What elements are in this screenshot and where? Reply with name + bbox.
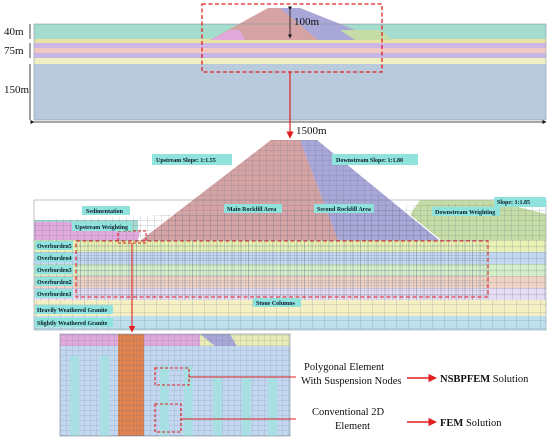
label-bg	[494, 197, 546, 207]
nsbpfem-rest: Solution	[490, 374, 529, 385]
fem-rest: Solution	[463, 418, 502, 429]
fem-bold: FEM	[440, 418, 463, 429]
label-bg	[224, 204, 282, 213]
upstream-face	[139, 139, 271, 241]
overburden1-label: Overburden1	[37, 292, 72, 298]
zoom-stone-column	[184, 366, 193, 436]
overview-upstream-weighting	[210, 30, 245, 40]
nsbpfem-solution: NSBPFEM Solution	[440, 374, 529, 385]
overview-downstream-weighting	[340, 30, 392, 40]
polygonal-line1: Polygonal Element	[304, 362, 384, 373]
upstream-slope-label: Upstream Slope: 1:1.55	[156, 158, 216, 164]
label-bg	[35, 265, 73, 274]
heavily-weathered-label: Heavily Weathered Granite	[37, 308, 108, 314]
label-bg	[152, 154, 232, 165]
zoom-stone-column	[70, 356, 79, 436]
label-bg	[332, 154, 418, 165]
mesh-labels: Upstream Slope: 1:1.55 Downstream Slope:…	[35, 154, 546, 327]
downstream-slope-label: Downstream Slope: 1:1.80	[336, 158, 403, 164]
stone-columns-label: Stone Columns	[256, 301, 296, 307]
nsbpfem-bold: NSBPFEM	[440, 374, 490, 385]
label-bg	[253, 298, 301, 307]
fem-solution: FEM Solution	[440, 418, 502, 429]
overburden2-label: Overburden2	[37, 280, 72, 286]
label-bg	[35, 305, 113, 314]
overburden5-label: Overburden5	[37, 244, 72, 250]
overview-layer	[34, 43, 546, 48]
overburden3-label: Overburden3	[37, 268, 72, 274]
label-bg	[35, 253, 73, 262]
polygonal-element-box	[154, 367, 190, 386]
zoom-stone-column	[100, 356, 109, 436]
stone-columns-zone	[76, 240, 488, 300]
label-bg	[82, 206, 130, 215]
label-bg	[35, 318, 113, 327]
sedimentation-label: Sedimentation	[86, 209, 124, 215]
overview-highlight-box	[201, 3, 383, 73]
upstream-weighting-label: Upstream Weighting	[75, 225, 128, 231]
label-bg	[35, 277, 73, 286]
zoom-stone-column	[160, 366, 169, 436]
label-bg	[432, 207, 500, 216]
overview-layer	[34, 58, 546, 64]
overview-layer	[34, 48, 546, 53]
overburden4-label: Overburden4	[37, 256, 72, 262]
dim-1500: 1500m	[296, 125, 327, 137]
conventional-line1: Conventional 2D	[312, 407, 384, 418]
label-bg	[72, 222, 132, 231]
overview-layer	[34, 39, 546, 43]
zoom-stone-column	[213, 378, 222, 436]
slope-right-label: Slope: 1:1.85	[497, 200, 530, 206]
zoom-stone-column	[268, 378, 277, 436]
conventional-line2: Element	[335, 421, 370, 432]
label-bg	[35, 289, 73, 298]
second-rockfill-label: Second Rockfill Area	[317, 207, 371, 213]
label-bg	[35, 241, 73, 250]
downstream-weighting-label: Downstream Weighting	[435, 210, 495, 216]
dim-75: 75m	[4, 45, 24, 57]
slightly-weathered-label: Slightly Weathered Granite	[37, 321, 108, 327]
polygonal-line2: With Suspension Nodes	[301, 376, 402, 387]
main-rockfill-label: Main Rockfill Area	[227, 207, 276, 213]
overview-layer	[34, 53, 546, 58]
dim-150: 150m	[4, 84, 30, 96]
zoom-stone-column	[242, 378, 251, 436]
dim-40: 40m	[4, 26, 24, 38]
conventional-element-box	[154, 403, 182, 433]
dim-100: 100m	[294, 16, 320, 28]
label-bg	[314, 204, 374, 213]
